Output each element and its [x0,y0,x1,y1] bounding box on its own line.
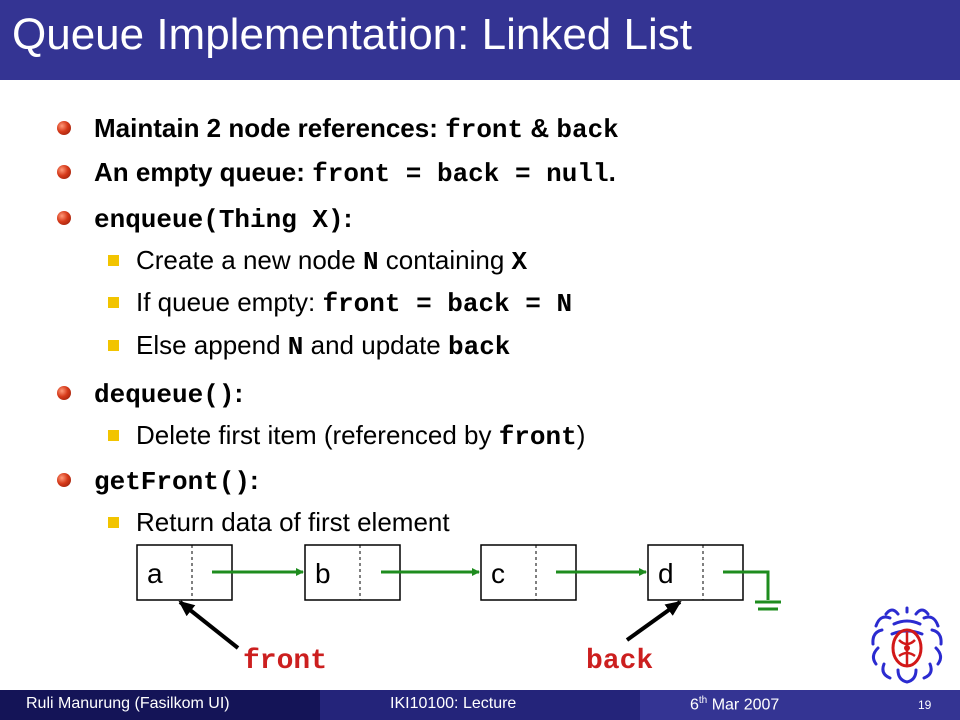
code-n: N [362,247,379,277]
back-pointer-label: back [586,646,653,677]
title-bar: Queue Implementation: Linked List [0,0,960,80]
footer-author: Ruli Manurung (Fasilkom UI) [26,695,230,712]
code-n: N [287,332,304,362]
node-label-d: d [658,558,674,589]
page-number: 19 [918,698,932,712]
code-back: back [447,332,511,362]
back-pointer-arrow [625,600,682,642]
front-pointer-label: front [243,646,327,677]
bullet-dequeue: dequeue(): [56,378,244,410]
code-getfront: getFront() [94,467,251,497]
bullet-text: If queue empty: [136,287,323,317]
code-front: front [445,115,524,145]
bullet-maintain: Maintain 2 node references: front & back [57,113,619,145]
sub-bullet-if-empty: If queue empty: front = back = N [107,287,573,319]
node-label-c: c [491,558,505,589]
bullet-text: containing [378,245,512,275]
bullet-text: . [608,157,616,187]
bullet-text: and update [303,330,448,360]
code-null-assign: front = back = null [312,159,609,189]
code-assign-n: front = back = N [322,289,573,319]
sub-bullet-delete-first: Delete first item (referenced by front) [107,420,586,452]
bullet-text: An empty queue: [94,157,313,187]
bullet-empty-queue: An empty queue: front = back = null. [57,157,616,189]
bullet-getfront: getFront(): [57,465,259,497]
sub-bullet-create-node: Create a new node N containing X [107,245,528,277]
date-rest: Mar 2007 [707,696,780,714]
front-pointer-arrow [178,600,240,650]
bullet-text: Return data of first element [136,507,450,537]
footer-course: IKI10100: Lecture [390,695,517,712]
bullet-text: : [234,378,244,408]
date-suffix: th [698,695,708,706]
code-dequeue: dequeue() [94,380,235,410]
bullet-text: : [250,465,259,495]
sub-bullet-else-append: Else append N and update back [107,330,511,362]
slide-title: Queue Implementation: Linked List [12,10,692,59]
footer-date: 6th Mar 2007 [690,695,779,714]
university-logo [871,606,943,684]
null-ground-symbol [723,570,781,611]
bullet-list: Maintain 2 node references: front & back… [56,113,619,538]
bullet-text: Delete first item (referenced by [136,420,499,450]
footer-right: 6th Mar 2007 19 [640,690,960,720]
bullet-text: Maintain 2 node references: [94,113,446,143]
bullet-enqueue: enqueue(Thing X): [56,203,353,235]
bullet-text: : [343,203,353,233]
node-label-a: a [147,558,163,589]
bullet-text: Create a new node [136,245,363,275]
footer-middle: IKI10100: Lecture [320,690,640,720]
code-enqueue: enqueue(Thing X) [94,205,344,235]
footer: Ruli Manurung (Fasilkom UI) IKI10100: Le… [0,690,960,720]
sub-bullet-return-data: Return data of first element [108,507,450,538]
code-back: back [556,115,619,145]
bullet-text: & [523,113,557,143]
bullet-text: Else append [136,330,288,360]
bullet-text: ) [576,420,586,450]
code-x: X [511,247,528,277]
node-label-b: b [315,558,331,589]
footer-left: Ruli Manurung (Fasilkom UI) [0,690,320,720]
date-day: 6 [690,696,699,714]
code-front: front [498,422,577,452]
